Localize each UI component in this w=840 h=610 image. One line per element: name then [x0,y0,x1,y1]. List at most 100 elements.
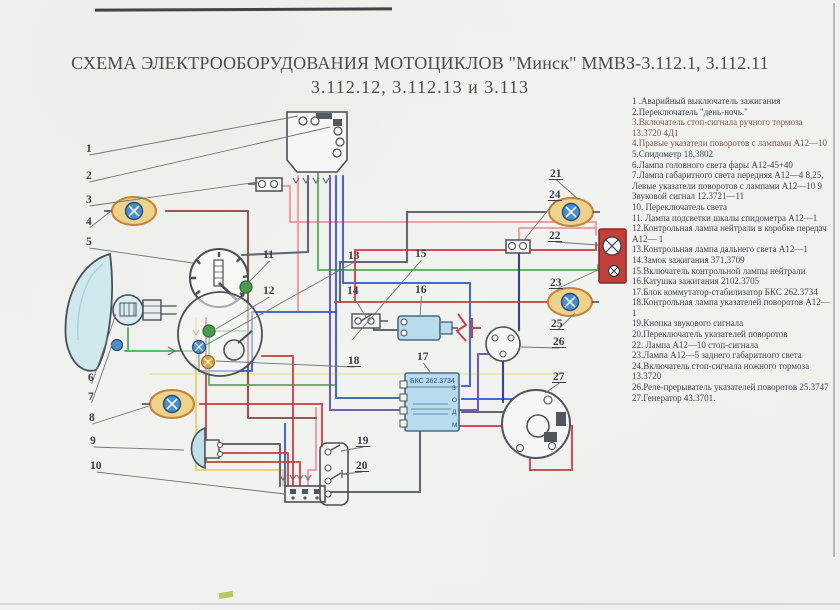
component-callouts: 1234567891011121314151617181920212223242… [86,115,599,495]
callout-leader-11 [246,260,270,285]
callout-number-10: 10 [90,460,102,472]
callout-leader-14 [353,296,367,318]
callout-leader-7 [91,341,114,404]
speedometer-gauge [189,248,253,308]
callout-number-22: 22 [549,230,561,242]
callout-number-25: 25 [551,318,563,330]
callout-leader-24 [523,200,556,241]
callout-number-24: 24 [549,189,561,201]
callout-leader-13 [205,261,355,346]
handlebar-switch-housing [286,111,348,173]
callout-number-13: 13 [348,250,360,262]
neutral-indicator-lamp [202,324,216,338]
callout-leader-2 [89,126,331,183]
bks-commutator-block: БКС 262.3734 З О Д М [399,372,460,432]
callout-leader-5 [89,247,194,264]
legend-item: 2.Переключатель "день-ночь." [632,106,748,117]
legend-item: 14.Замок зажигания 371.3709 [632,254,745,265]
callout-leader-16 [419,295,422,316]
callout-leader-27 [544,382,560,394]
callout-number-26: 26 [553,336,565,348]
callout-number-1: 1 [86,143,92,155]
callout-leader-15 [351,259,422,341]
legend-item: 15.Включатель контрольной лампы нейтрали [632,265,806,276]
callout-leader-17 [423,362,431,373]
callout-leader-6 [91,313,117,385]
scan-artifact-top-line [94,7,393,12]
callout-leader-22 [555,241,599,246]
callout-number-9: 9 [90,435,96,447]
legend-item: 10. Переключатель света [632,201,728,212]
legend-item: 6.Лампа головного света фары А12-45+40 [632,159,793,170]
legend-item: 7.Лампа габаритного света передняя А12—4… [632,170,824,202]
callout-leader-8 [92,405,150,425]
legend-item: 24.Включатель стоп-сигнала ножного тормо… [632,360,810,382]
generator [501,389,571,459]
legend-item: 22. Лампа А12—10 стоп-сигнала [632,339,759,350]
callout-leader-10 [96,471,286,495]
callout-leader-23 [556,269,599,290]
callout-number-4: 4 [86,216,92,228]
legend-item: 20.Переключатель указателей поворотов [632,329,788,340]
tail-light [598,228,627,284]
callout-leader-4 [89,210,112,229]
bks-terminal-o: О [452,397,457,404]
turn-signal-rear-left [547,287,599,317]
legend-item: 12.Контрольная лампа нейтрали в коробке … [632,223,827,244]
front-brake-stop-switch [248,177,283,192]
bks-terminal-m: М [452,422,457,429]
callout-number-12: 12 [263,285,275,297]
callout-number-8: 8 [89,412,95,424]
wiring-schematic: БКС 262.3734 З О Д М [64,111,627,506]
callout-number-19: 19 [357,435,369,447]
legend-item: 26.Реле-прерыватель указателей поворотов… [632,382,829,393]
headlight-reflector [64,252,113,372]
turn-signal-rear-right [548,197,600,227]
callout-number-15: 15 [415,248,427,260]
terminal-block [284,485,326,503]
legend-item: 19.Кнопка звукового сигнала [632,318,744,329]
legend-item: 16.Катушка зажигания 2102.3705 [632,276,760,287]
callout-number-3: 3 [86,194,92,206]
pilot-lamp-bulb [110,338,124,352]
callout-number-17: 17 [417,351,429,363]
callout-leader-9 [93,446,185,451]
scan-artifact-bottom-mark [218,590,234,600]
ignition-switch-symbol [351,313,388,329]
highbeam-indicator-lamp [191,339,207,355]
callout-number-2: 2 [86,170,92,182]
callout-leader-21 [556,179,579,200]
callout-number-6: 6 [88,372,94,384]
turn-indicator-lamp [200,354,216,370]
turn-signal-relay [485,326,521,362]
legend-item: 27.Генератор 43.3701. [632,392,716,403]
callout-leader-3 [89,181,259,207]
callout-number-7: 7 [88,391,94,403]
turn-signal-front-left [142,389,195,419]
dial-light-lamp [239,280,253,294]
callout-number-14: 14 [347,285,359,297]
legend-item: 4.Правые указатели поворотов с лампами А… [632,138,828,149]
legend-item: 5.Спидометр 18,3802 [632,148,714,159]
left-switch-block [319,442,349,506]
ignition-coil [397,315,458,341]
callout-leader-25 [557,312,576,331]
legend-item: 11. Лампа подсветки шкалы спидометра А12… [632,212,818,223]
callout-number-27: 27 [553,371,565,383]
diagram-title-line2: 3.112.12, 3.112.13 и 3.113 [310,77,530,97]
callout-leader-20 [341,471,363,475]
horn [190,426,223,470]
callout-leader-18 [215,360,355,368]
callout-number-5: 5 [86,236,92,248]
legend-item: 1 .Аварийный выключатель зажигания [632,96,781,106]
bks-label: БКС 262.3734 [410,378,455,385]
headlight-assembly [64,252,162,372]
bks-terminal-d: Д [452,409,457,416]
ignition-lock [223,330,253,361]
callout-leader-19 [340,446,364,452]
callout-number-20: 20 [356,460,368,472]
scan-artifact-bottom-edge [0,603,840,605]
legend-item: 18.Контрольная лампа указателей поворото… [632,297,830,318]
